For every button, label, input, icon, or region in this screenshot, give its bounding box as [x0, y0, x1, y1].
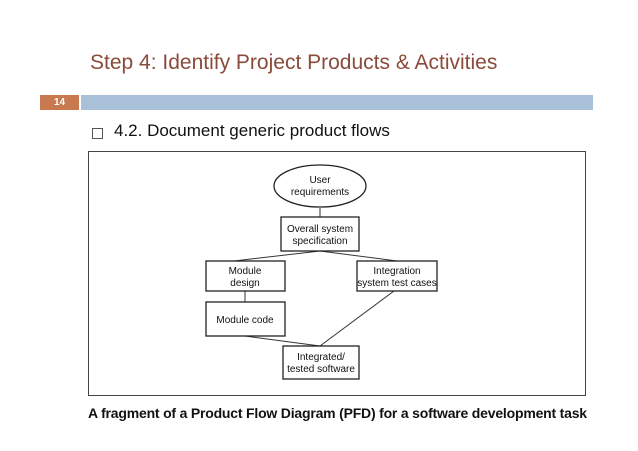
- edge-integration-to-integrated: [319, 290, 395, 347]
- figure-caption: A fragment of a Product Flow Diagram (PF…: [88, 405, 587, 421]
- node-module-code: [205, 301, 286, 337]
- node-label: User: [309, 175, 331, 186]
- edge-spec-to-module-design: [233, 250, 321, 262]
- slide-number-badge: 14: [40, 95, 79, 110]
- header-bar: [81, 95, 593, 110]
- product-flow-diagram: User requirements Overall system specifi…: [88, 151, 586, 396]
- edge-spec-to-integration: [319, 250, 398, 262]
- node-label: system test cases: [357, 278, 436, 289]
- node-label: Overall system: [287, 224, 353, 235]
- node-label: design: [230, 278, 259, 289]
- node-label: tested software: [287, 364, 355, 375]
- node-user-requirements: [273, 164, 367, 208]
- node-label: specification: [292, 236, 347, 247]
- diagram-canvas: User requirements Overall system specifi…: [205, 164, 438, 380]
- slide-title: Step 4: Identify Project Products & Acti…: [90, 51, 498, 74]
- node-module-design: [205, 260, 286, 292]
- node-integration-tests: [356, 260, 438, 292]
- node-label: Integration: [373, 266, 420, 277]
- edge-code-to-integrated: [244, 335, 321, 347]
- node-label: Integrated/: [297, 352, 345, 363]
- bullet-text: 4.2. Document generic product flows: [114, 121, 390, 140]
- node-label: requirements: [291, 187, 349, 198]
- node-label: Module code: [216, 315, 274, 326]
- node-label: Module: [229, 266, 262, 277]
- node-overall-spec: [280, 216, 360, 252]
- node-integrated-software: [282, 345, 360, 380]
- bullet-square-icon: [92, 128, 103, 139]
